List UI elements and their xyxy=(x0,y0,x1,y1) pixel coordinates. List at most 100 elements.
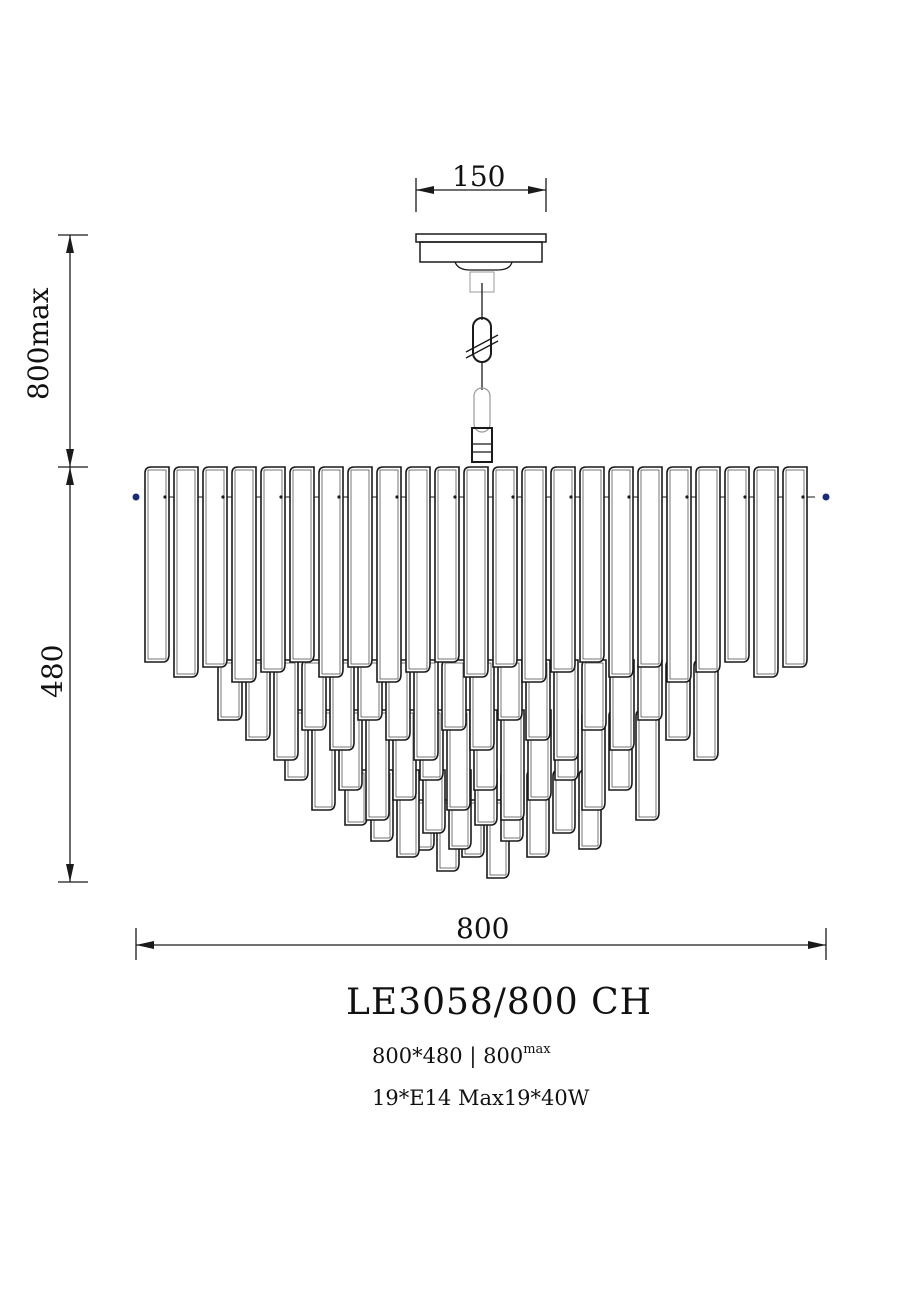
crystal-bar xyxy=(553,659,579,761)
crystal-bar-edge xyxy=(756,469,776,675)
crystal-bar-edge xyxy=(276,662,296,758)
size-value: 800*480 xyxy=(372,1044,463,1068)
crystal-bar xyxy=(413,659,439,761)
crystal-hole xyxy=(395,495,399,499)
crystal-hole xyxy=(163,495,167,499)
body-height-label: 480 xyxy=(36,644,69,698)
crystal-bar xyxy=(724,466,750,663)
crystal-bar-edge xyxy=(408,469,428,670)
crystal-bar-edge xyxy=(220,662,240,718)
crystal-bar xyxy=(550,466,576,673)
crystal-bar-edge xyxy=(698,469,718,670)
crystal-bar xyxy=(497,659,523,721)
crystal-bar-edge xyxy=(304,662,324,728)
crystal-bar-edge xyxy=(669,469,689,680)
crystal-bar-edge xyxy=(176,469,196,675)
crystal-bar-edge xyxy=(437,469,457,660)
carabiner xyxy=(473,387,491,433)
crystal-bar xyxy=(552,769,576,834)
crystal-bar-edge xyxy=(640,469,660,665)
crystal-bar xyxy=(376,466,402,683)
swivel-hook xyxy=(471,427,493,463)
crystal-bar xyxy=(581,659,607,731)
crystal-bar xyxy=(608,466,634,678)
crystal-bar-edge xyxy=(379,469,399,680)
crystal-bar-edge xyxy=(582,469,602,660)
chain-break-mark xyxy=(465,334,499,353)
crystal-bar-edge xyxy=(584,662,604,728)
crystal-hole xyxy=(569,495,573,499)
arrow-icon xyxy=(136,941,154,949)
crystal-bar-edge xyxy=(248,662,268,738)
crystal-hole xyxy=(627,495,631,499)
canopy-body xyxy=(419,241,543,263)
crystal-bar xyxy=(347,466,373,668)
crystal-bar xyxy=(173,466,199,678)
body-width-label: 800 xyxy=(456,912,510,945)
chain-break-mark xyxy=(465,340,499,359)
canopy-plate xyxy=(415,233,547,243)
crystal-bar-edge xyxy=(147,469,167,660)
arrow-icon xyxy=(808,941,826,949)
crystal-bar xyxy=(637,466,663,668)
crystal-bar-edge xyxy=(292,469,312,660)
crystal-hole xyxy=(743,495,747,499)
crystal-hole xyxy=(221,495,225,499)
height-suffix: max xyxy=(523,1042,551,1057)
crystal-bar-edge xyxy=(205,469,225,665)
crystal-bar-edge xyxy=(553,469,573,670)
crystal-bar xyxy=(637,659,663,721)
bead-right xyxy=(822,493,830,501)
arrow-icon xyxy=(66,449,74,467)
crystal-bar xyxy=(500,709,525,821)
model-number: LE3058/800 CH xyxy=(346,982,653,1023)
canopy-width-label: 150 xyxy=(452,160,506,193)
crystal-hole xyxy=(337,495,341,499)
crystal-hole xyxy=(685,495,689,499)
crystal-bar-edge xyxy=(321,469,341,675)
crystal-bar xyxy=(202,466,228,668)
canopy-neck xyxy=(454,261,513,271)
arrow-icon xyxy=(528,186,546,194)
crystal-bar-edge xyxy=(524,469,544,680)
crystal-bar xyxy=(782,466,808,668)
crystal-bar xyxy=(463,466,489,678)
crystal-bar xyxy=(231,466,257,683)
crystal-bar-edge xyxy=(785,469,805,665)
arrow-icon xyxy=(416,186,434,194)
crystal-bar xyxy=(273,659,299,761)
crystal-bar xyxy=(405,466,431,673)
crystal-bar xyxy=(666,466,692,683)
crystal-bar xyxy=(579,466,605,663)
crystal-bar xyxy=(434,466,460,663)
crystal-hole xyxy=(453,495,457,499)
crystal-bar xyxy=(753,466,779,678)
crystal-bar-edge xyxy=(611,469,631,675)
crystal-bar-edge xyxy=(727,469,747,660)
crystal-bar xyxy=(318,466,344,678)
crystal-hole xyxy=(801,495,805,499)
crystal-bar-edge xyxy=(263,469,283,670)
crystal-bar xyxy=(635,709,660,821)
crystal-bar xyxy=(521,466,547,683)
crystal-bar-edge xyxy=(495,469,515,665)
crystal-bar xyxy=(289,466,315,663)
chain-length-label: 800max xyxy=(22,287,55,400)
crystal-bar-edge xyxy=(466,469,486,675)
bulb-spec: 19*E14 Max19*40W xyxy=(372,1086,590,1110)
crystal-bar xyxy=(144,466,170,663)
crystal-bar-edge xyxy=(350,469,370,665)
crystal-bar-edge xyxy=(444,662,464,728)
arrow-icon xyxy=(66,235,74,253)
separator: | xyxy=(469,1044,477,1068)
crystal-bar xyxy=(260,466,286,673)
crystal-bar-edge xyxy=(234,469,254,680)
arrow-icon xyxy=(66,467,74,485)
crystal-bar xyxy=(695,466,721,673)
crystal-bar xyxy=(693,659,719,761)
crystal-bar xyxy=(441,659,467,731)
height-value: 800 xyxy=(483,1044,524,1068)
crystal-hole xyxy=(279,495,283,499)
bead-left xyxy=(132,493,140,501)
